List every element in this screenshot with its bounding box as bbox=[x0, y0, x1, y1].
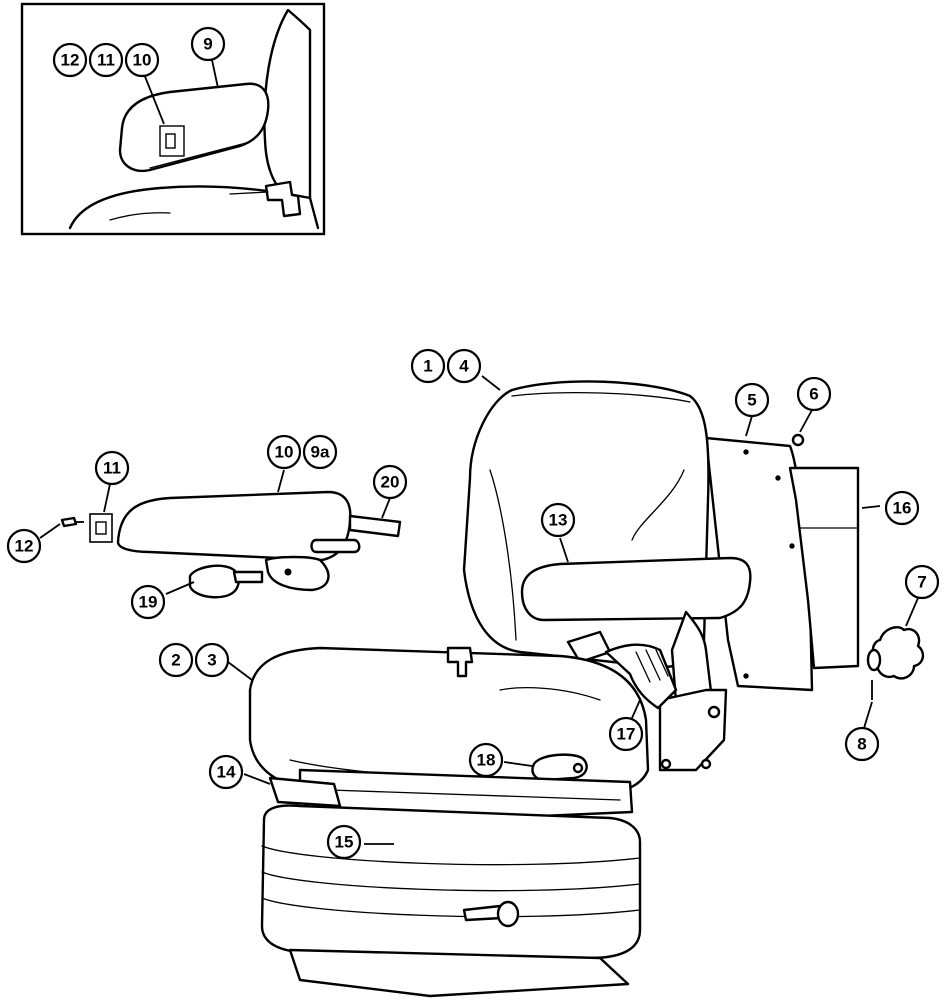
svg-text:9a: 9a bbox=[311, 443, 330, 462]
armrest-shaft bbox=[348, 514, 402, 538]
bellows-fold-1 bbox=[261, 845, 641, 866]
callout-4: 4 bbox=[446, 348, 482, 384]
belt-boot bbox=[604, 643, 678, 710]
callouts: 12 11 10 9 1 4 5 6 bbox=[6, 26, 940, 860]
bellows-knob bbox=[496, 900, 520, 928]
svg-text:18: 18 bbox=[477, 751, 496, 770]
svg-text:11: 11 bbox=[97, 51, 115, 70]
svg-text:7: 7 bbox=[917, 573, 926, 592]
callout-17: 17 bbox=[608, 716, 644, 752]
svg-text:9: 9 bbox=[203, 35, 212, 54]
callout-16: 16 bbox=[884, 490, 920, 526]
svg-text:17: 17 bbox=[617, 725, 636, 744]
backrest-panel-seam bbox=[489, 469, 517, 641]
callout-5: 5 bbox=[734, 382, 770, 418]
adjustment-knob bbox=[871, 626, 925, 680]
inset-belt-buckle bbox=[264, 180, 302, 218]
armrest-adjust-knob bbox=[188, 564, 240, 599]
inset-belt-strap bbox=[229, 191, 269, 195]
inset-seat-back bbox=[263, 8, 312, 212]
svg-text:15: 15 bbox=[335, 833, 354, 852]
svg-text:20: 20 bbox=[381, 473, 400, 492]
inset-callout-12: 12 bbox=[52, 42, 88, 78]
fore-aft-handle bbox=[268, 776, 342, 808]
left-armrest-bracket bbox=[264, 555, 330, 592]
right-armrest bbox=[520, 556, 752, 622]
callout-9a: 9a bbox=[302, 434, 338, 470]
left-armrest-hole bbox=[284, 568, 292, 576]
lumbar-lever bbox=[531, 753, 588, 782]
belt-boot-ribs bbox=[635, 649, 669, 683]
rear-panel-bolt-1 bbox=[743, 449, 749, 455]
seat-assembly bbox=[60, 380, 925, 998]
svg-text:14: 14 bbox=[217, 763, 236, 782]
panel-screw bbox=[791, 433, 805, 447]
inset-switch-rocker bbox=[165, 133, 176, 149]
svg-text:5: 5 bbox=[747, 391, 756, 410]
svg-text:6: 6 bbox=[809, 385, 818, 404]
callout-15: 15 bbox=[326, 824, 362, 860]
callout-18: 18 bbox=[468, 742, 504, 778]
callout-12: 12 bbox=[6, 528, 42, 564]
armrest-pivot-pin bbox=[310, 538, 361, 554]
callout-8: 8 bbox=[844, 726, 880, 762]
svg-text:2: 2 bbox=[171, 651, 180, 670]
callout-13: 13 bbox=[540, 502, 576, 538]
svg-text:1: 1 bbox=[423, 357, 432, 376]
svg-text:13: 13 bbox=[549, 511, 568, 530]
inset-callout-10: 10 bbox=[124, 42, 160, 78]
backrest bbox=[462, 380, 710, 669]
svg-text:4: 4 bbox=[459, 357, 469, 376]
side-bracket bbox=[658, 688, 728, 772]
bracket-bolt-3 bbox=[660, 758, 672, 770]
bellows-fold-3 bbox=[261, 897, 641, 918]
armrest-adjust-knob-stem bbox=[232, 570, 264, 584]
bellows-fold-2 bbox=[261, 871, 641, 892]
svg-text:10: 10 bbox=[275, 443, 294, 462]
lumbar-lever-pivot bbox=[572, 762, 584, 774]
callout-1: 1 bbox=[410, 348, 446, 384]
callout-20: 20 bbox=[372, 464, 408, 500]
suspension-bellows bbox=[260, 804, 642, 960]
base-plate bbox=[288, 948, 630, 998]
bracket-bolt-1 bbox=[707, 705, 721, 719]
rear-panel-bolt-3 bbox=[789, 543, 795, 549]
callout-2: 2 bbox=[158, 642, 194, 678]
leader-lines bbox=[39, 59, 919, 845]
cushion-crease bbox=[499, 687, 601, 701]
backrest-panel-seam-right bbox=[631, 469, 685, 541]
svg-text:16: 16 bbox=[893, 499, 912, 518]
rear-panel-bolt-4 bbox=[743, 673, 749, 679]
callout-19: 19 bbox=[130, 584, 166, 620]
rear-panel-bolt-2 bbox=[775, 475, 781, 481]
inset-callout-9: 9 bbox=[190, 26, 226, 62]
callout-6: 6 bbox=[796, 376, 832, 412]
callout-11: 11 bbox=[94, 450, 130, 486]
rail-groove bbox=[329, 789, 621, 801]
inset-cushion-crease bbox=[109, 212, 171, 221]
svg-text:11: 11 bbox=[103, 459, 121, 478]
bracket-bolt-2 bbox=[700, 758, 712, 770]
switch-rocker bbox=[95, 521, 107, 535]
inset-detail bbox=[20, 2, 326, 236]
svg-text:3: 3 bbox=[207, 651, 216, 670]
backrest-top-seam bbox=[511, 391, 691, 403]
callout-7: 7 bbox=[904, 564, 940, 600]
callout-3: 3 bbox=[194, 642, 230, 678]
callout-14: 14 bbox=[208, 754, 244, 790]
center-belt-buckle bbox=[446, 646, 474, 678]
svg-text:12: 12 bbox=[15, 537, 34, 556]
inset-callout-11: 11 bbox=[88, 42, 124, 78]
storage-box bbox=[788, 466, 860, 670]
svg-text:8: 8 bbox=[857, 735, 866, 754]
svg-text:10: 10 bbox=[133, 51, 152, 70]
inset-armrest-edge bbox=[149, 141, 251, 169]
svg-text:12: 12 bbox=[61, 51, 80, 70]
screw bbox=[60, 516, 78, 528]
svg-text:19: 19 bbox=[139, 593, 158, 612]
callout-10: 10 bbox=[266, 434, 302, 470]
knob-stem bbox=[866, 648, 882, 672]
